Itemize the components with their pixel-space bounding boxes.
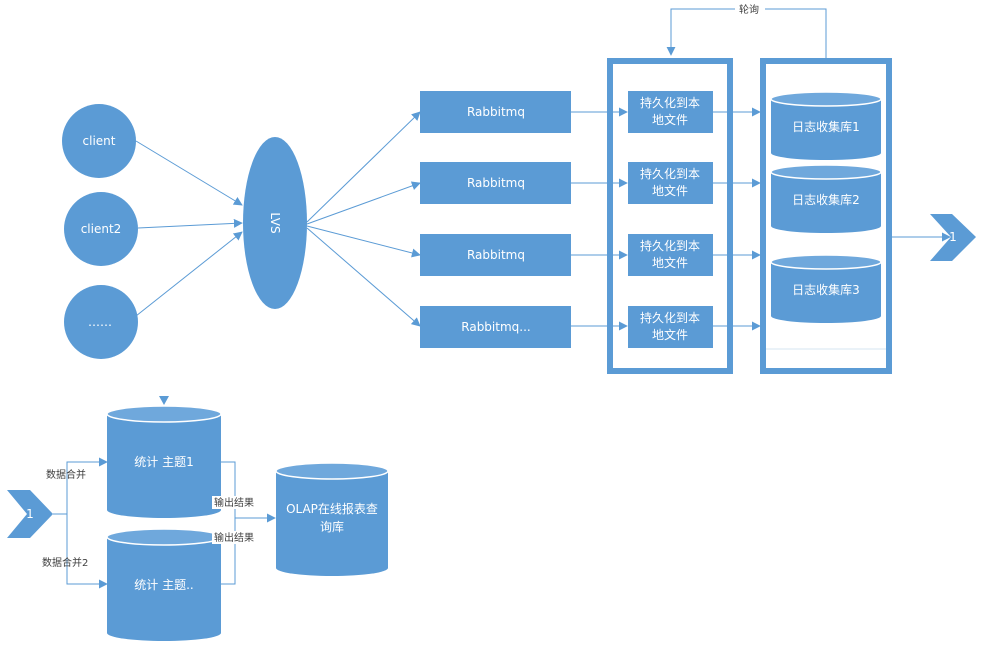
log-db-top [770,91,882,107]
poll-label: 轮询 [739,3,759,16]
log-db-label: 日志收集库3 [792,282,860,297]
topic-label: 统计 主题1 [134,455,193,469]
persist-nodes: 持久化到本 地文件 持久化到本 地文件 持久化到本 地文件 持久化到本 地文件 [628,91,713,348]
rabbitmq-box [420,234,571,276]
output-edges [221,461,276,585]
topic-cylinder [107,414,221,518]
merge-label: 数据合并 [46,468,86,481]
client-nodes: client client2 …… [62,104,138,359]
edge-client-lvs [135,140,243,206]
edge-merge-topic1 [66,457,108,514]
output-label-2: 输出结果 [214,531,254,544]
persist-label-line2: 地文件 [652,327,688,342]
poll-loop-edge [666,8,827,58]
persist-label-line2: 地文件 [652,112,688,127]
mq-edges [571,107,628,331]
rabbitmq-box [420,162,571,204]
rabbitmq-box [420,91,571,133]
rabbitmq-label: Rabbitmq [467,105,525,119]
poll-label-bg [735,2,765,16]
persist-label-line1: 持久化到本 [640,310,700,325]
edge-merge-topic2 [66,514,108,589]
rabbitmq-label: Rabbitmq [467,176,525,190]
log-db-cylinder [771,99,881,160]
client-label: client [83,134,116,148]
log-db-label: 日志收集库1 [792,119,860,134]
client-more-node [64,285,138,359]
connector-in-label: 1 [26,507,34,521]
connector-out-shape [930,214,976,261]
edge-lvs-mq2 [306,181,421,225]
output-label-bg [212,531,260,544]
rabbitmq-box [420,306,571,348]
log-db-nodes: 日志收集库1 日志收集库2 日志收集库3 [770,91,882,323]
client2-node [64,192,138,266]
persist-box [628,162,713,204]
topic-top [106,528,222,546]
client-node [62,104,136,178]
log-db-top [770,164,882,180]
output-edge-topic2 [221,518,236,585]
lvs-node [243,137,307,309]
client-more-label: …… [88,315,112,329]
log-db-container [760,58,892,374]
persist-box [628,234,713,276]
connector-out-label: 1 [949,230,957,244]
output-label-bg [212,496,260,509]
log-db-cylinder [771,172,881,233]
persist-container [607,58,733,374]
client-edges [135,140,243,317]
rabbitmq-label: Rabbitmq [467,248,525,262]
edge-lvs-mq1 [306,111,421,223]
edge-lvs-mq3 [306,225,421,258]
log-db-label: 日志收集库2 [792,192,860,207]
lvs-edges [306,111,421,327]
topic-cylinder [107,537,221,641]
connector-in-shape [7,490,53,538]
edge-client3-lvs [135,231,243,317]
persist-box [628,306,713,348]
topic-top [106,405,222,423]
persist-edges [713,107,761,331]
rabbitmq-label: Rabbitmq... [461,320,530,334]
log-db-top [770,254,882,270]
persist-label-line1: 持久化到本 [640,166,700,181]
topic1-incoming-arrow [159,396,169,405]
topic-nodes: 统计 主题1 统计 主题.. [106,405,222,641]
olap-cylinder [276,471,388,576]
merge-edges [53,457,108,589]
edge-client2-lvs [137,218,243,229]
output-label: 输出结果 [214,496,254,509]
topic-label: 统计 主题.. [134,578,193,592]
persist-label-line2: 地文件 [652,255,688,270]
client2-label: client2 [81,222,122,236]
olap-top [275,462,389,480]
olap-label-line1: OLAP在线报表查 [286,501,378,516]
persist-label-line1: 持久化到本 [640,95,700,110]
lvs-label: LVS [268,212,282,233]
merge-label-2: 数据合并2 [42,556,88,569]
rabbitmq-nodes: Rabbitmq Rabbitmq Rabbitmq Rabbitmq... [420,91,571,348]
olap-label-line2: 询库 [320,519,344,534]
output-edge-topic1 [221,461,236,518]
persist-label-line2: 地文件 [652,183,688,198]
persist-box [628,91,713,133]
persist-label-line1: 持久化到本 [640,238,700,253]
log-db-cylinder [771,262,881,323]
edge-lvs-mq4 [306,227,421,327]
